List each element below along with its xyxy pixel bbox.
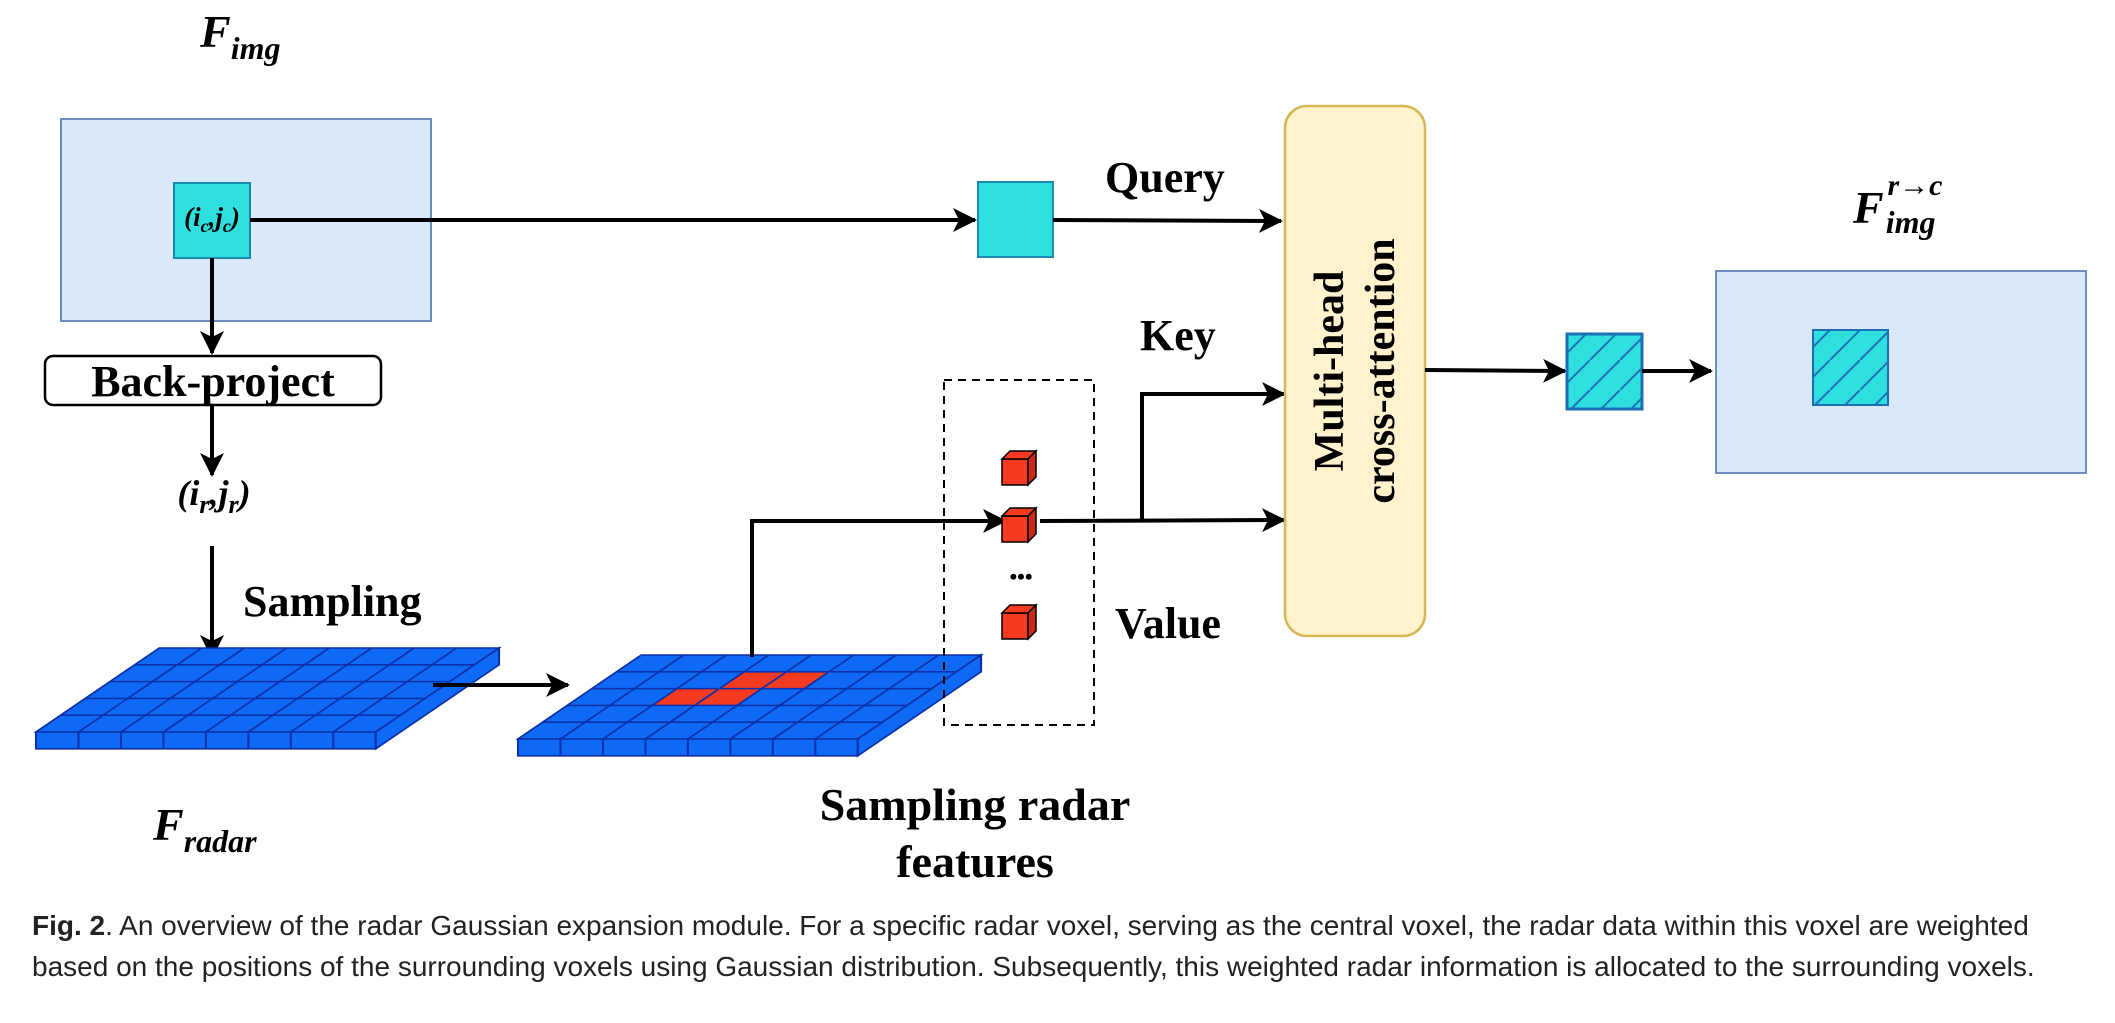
grid-col-line	[120, 647, 245, 733]
grid-col-line	[687, 654, 812, 740]
arrow-sampled-to-features	[750, 509, 1007, 657]
radar-feature-grid	[33, 646, 502, 751]
sampled-features-box	[943, 379, 1095, 726]
grid-col-line	[290, 647, 415, 733]
cube-front	[1001, 515, 1029, 543]
arrow-features-to-value	[1039, 508, 1286, 533]
ellipsis: •••	[1009, 564, 1032, 589]
output-map-token	[1812, 329, 1889, 406]
output-feature-map	[1715, 270, 2087, 474]
grid-side-face	[374, 646, 501, 751]
sampled-features-label-line2: features	[896, 836, 1054, 887]
arrow-attention-to-output-token	[1424, 358, 1567, 383]
attention-label-line1: Multi-head	[1307, 271, 1353, 472]
cube-side	[1027, 506, 1037, 544]
f-img-label-sub: img	[231, 30, 281, 66]
figure-caption: Fig. 2. An overview of the radar Gaussia…	[32, 905, 2092, 987]
grid-col-line	[247, 647, 373, 733]
grid-col-line	[559, 654, 685, 740]
sampled-radar-grid	[515, 653, 984, 758]
value-label: Value	[1115, 599, 1221, 648]
sampled-cell	[694, 688, 762, 706]
sampled-features-label-line1: Sampling radar	[820, 779, 1131, 830]
sampled-cell	[761, 671, 829, 689]
grid-col-line	[162, 647, 288, 733]
grid-col-line	[729, 654, 855, 740]
arrow-features-to-key	[1140, 382, 1286, 521]
grid-col-line	[814, 654, 940, 740]
sampled-cell	[652, 688, 720, 706]
feature-cubes	[1000, 449, 1038, 641]
multi-head-cross-attention-block	[1283, 104, 1427, 638]
query-label: Query	[1105, 153, 1225, 202]
grid-col-line	[602, 654, 727, 740]
architecture-diagram: Fimg (ic,jc) Query Back-project (ir,jr) …	[33, 6, 2087, 887]
arrow-query-to-attention	[1052, 208, 1283, 233]
grid-col-line	[77, 647, 203, 733]
center-pixel-token	[173, 182, 251, 259]
output-token	[1565, 332, 1644, 411]
center-coord-label: (ic,jc)	[184, 202, 240, 236]
radar-coord-label: (ir,jr)	[177, 473, 250, 519]
grid-col-line	[205, 647, 330, 733]
query-token	[977, 181, 1054, 258]
grid-side-face	[856, 653, 983, 758]
caption-text: . An overview of the radar Gaussian expa…	[32, 910, 2035, 982]
key-label: Key	[1140, 311, 1216, 360]
grid-geometry	[33, 646, 502, 751]
cube-side	[1027, 603, 1037, 641]
cube-front	[1001, 612, 1029, 640]
caption-label: Fig. 2	[32, 910, 106, 941]
grid-col-line	[644, 654, 770, 740]
f-img-out-label: Fimgr→c	[1852, 169, 1942, 240]
sampled-cell	[719, 671, 787, 689]
f-img-label: Fimg	[199, 6, 280, 66]
attention-label-line2: cross-attention	[1358, 238, 1404, 503]
cube-side	[1027, 449, 1037, 487]
grid-col-line	[772, 654, 897, 740]
back-project-label: Back-project	[91, 357, 335, 406]
f-radar-label: Fradar	[152, 799, 257, 859]
cube-front	[1001, 458, 1029, 486]
f-img-label-base: F	[199, 6, 231, 57]
sampling-label: Sampling	[243, 577, 422, 626]
grid-col-line	[332, 647, 458, 733]
grid-geometry	[515, 653, 984, 758]
